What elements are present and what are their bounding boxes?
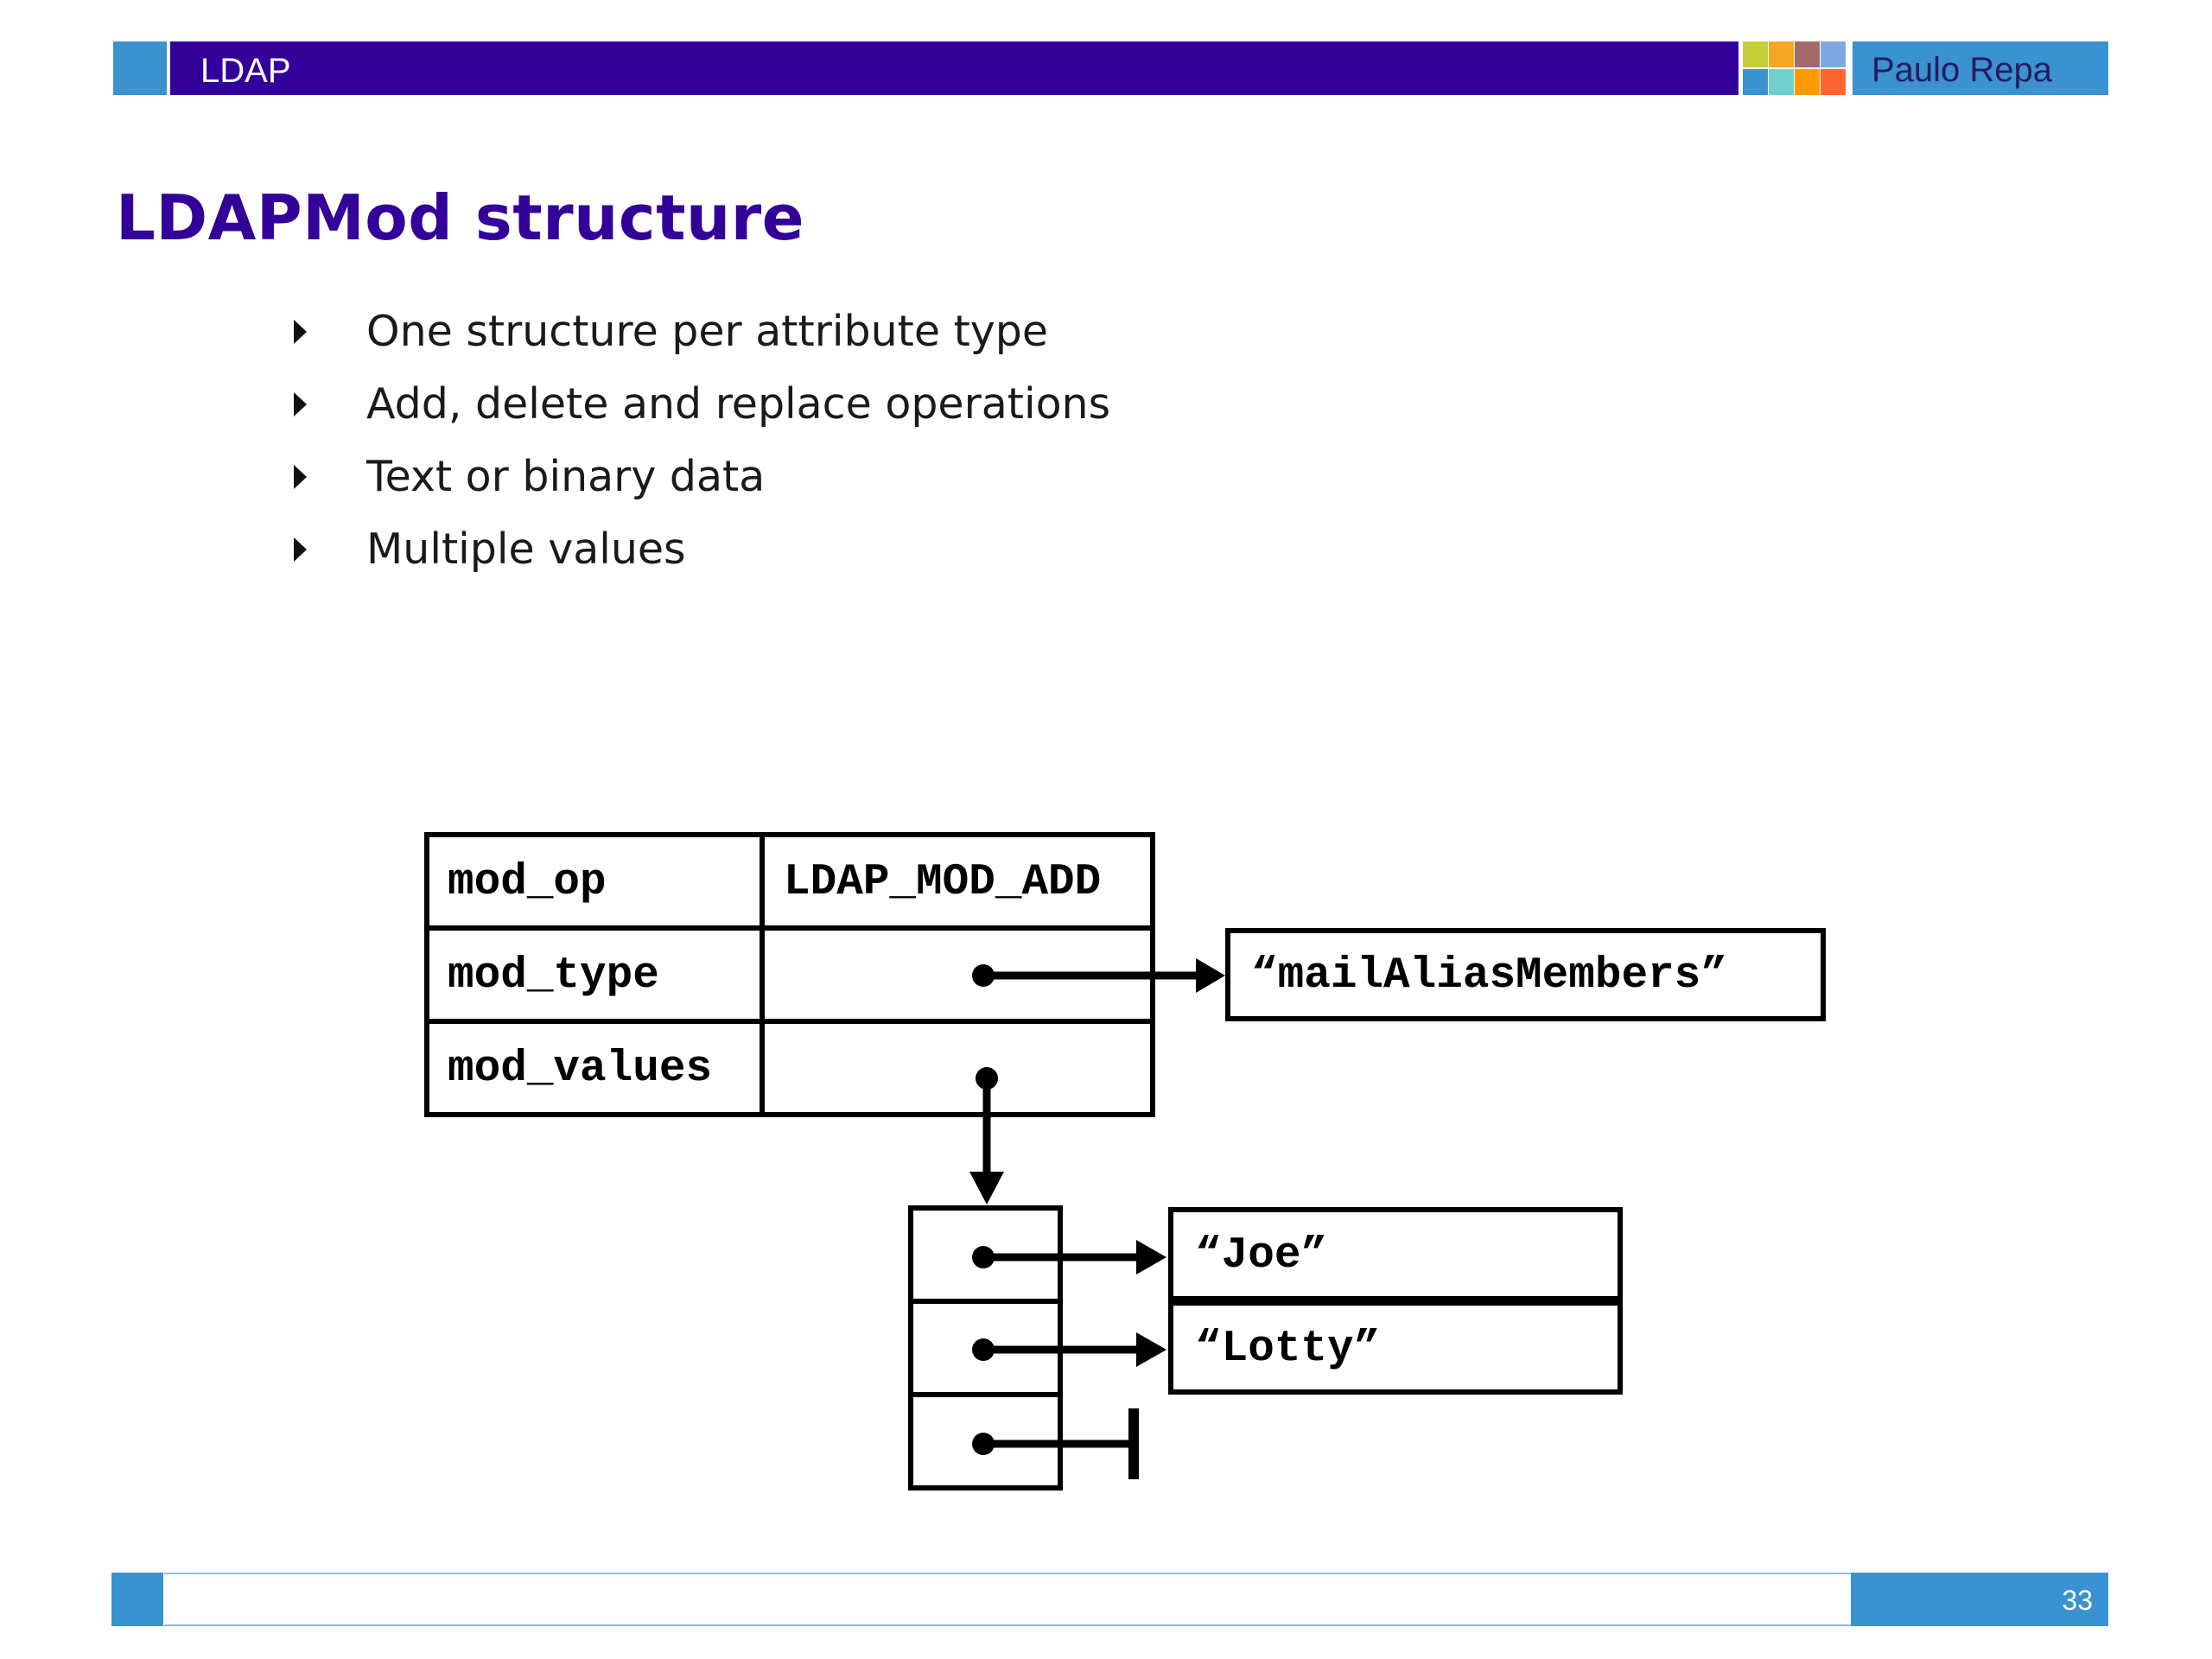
bullet-triangle-icon bbox=[294, 465, 307, 489]
type-target-box: “mailAliasMembers” bbox=[1225, 928, 1826, 1021]
value-pointer-lotty bbox=[972, 1332, 1166, 1367]
header-author: Paulo Repa bbox=[1872, 51, 2053, 89]
header-bar bbox=[170, 41, 1738, 95]
bullet-text: Add, delete and replace operations bbox=[366, 379, 1111, 429]
footer-bar bbox=[164, 1573, 1851, 1626]
bullet-triangle-icon bbox=[294, 320, 307, 344]
header-color-squares bbox=[1743, 41, 1847, 95]
header-accent-block bbox=[113, 41, 167, 95]
footer-accent-block bbox=[111, 1573, 163, 1626]
bullet-item: Multiple values bbox=[294, 518, 1110, 591]
mod-type-pointer bbox=[972, 958, 1225, 993]
bullet-triangle-icon bbox=[294, 392, 307, 416]
bullet-item: One structure per attribute type bbox=[294, 301, 1110, 373]
bullet-text: Text or binary data bbox=[366, 452, 766, 501]
value-boxes: “Joe” “Lotty” bbox=[1168, 1207, 1623, 1395]
struct-field-mod-type: mod_type bbox=[448, 951, 659, 1001]
bullet-text: One structure per attribute type bbox=[366, 307, 1049, 356]
header-section-title: LDAP bbox=[200, 52, 291, 90]
header-author-block bbox=[1853, 41, 2108, 95]
bullet-list: One structure per attribute type Add, de… bbox=[294, 301, 1110, 591]
null-terminator-pointer bbox=[972, 1408, 1139, 1479]
bullet-text: Multiple values bbox=[366, 524, 686, 574]
slide-title: LDAPMod structure bbox=[116, 181, 805, 254]
page-number: 33 bbox=[2062, 1585, 2093, 1616]
mod-values-pointer bbox=[969, 1067, 1004, 1205]
value-text-lotty: “Lotty” bbox=[1195, 1325, 1380, 1374]
bullet-item: Text or binary data bbox=[294, 446, 1110, 518]
footer-page-block bbox=[1851, 1573, 2108, 1626]
value-text-joe: “Joe” bbox=[1195, 1231, 1327, 1281]
struct-value-mod-op: LDAP_MOD_ADD bbox=[784, 858, 1101, 907]
struct-field-mod-op: mod_op bbox=[448, 858, 607, 907]
type-target-text: “mailAliasMembers” bbox=[1251, 951, 1727, 1001]
bullet-triangle-icon bbox=[294, 537, 307, 562]
struct-field-mod-values: mod_values bbox=[448, 1045, 712, 1094]
bullet-item: Add, delete and replace operations bbox=[294, 373, 1110, 446]
value-pointer-joe bbox=[972, 1240, 1166, 1274]
